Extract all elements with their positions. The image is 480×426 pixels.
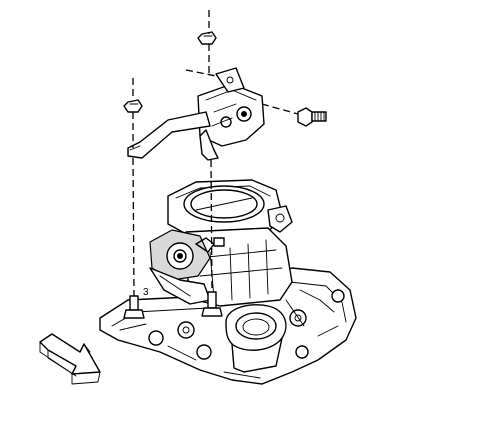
throttle-cable-bracket: [127, 67, 265, 161]
right-stud: [201, 291, 223, 317]
throttle-body: [149, 179, 293, 307]
left-nut: [123, 99, 143, 113]
top-nut: [197, 31, 217, 45]
fasteners: [123, 31, 327, 319]
alignment-lines: [132, 10, 299, 297]
callout-left-stud: 3: [143, 287, 149, 298]
side-bolt: [297, 107, 327, 127]
front-direction-arrow-icon: [39, 333, 101, 385]
intake-manifold: [99, 267, 357, 385]
left-stud: [123, 295, 145, 319]
